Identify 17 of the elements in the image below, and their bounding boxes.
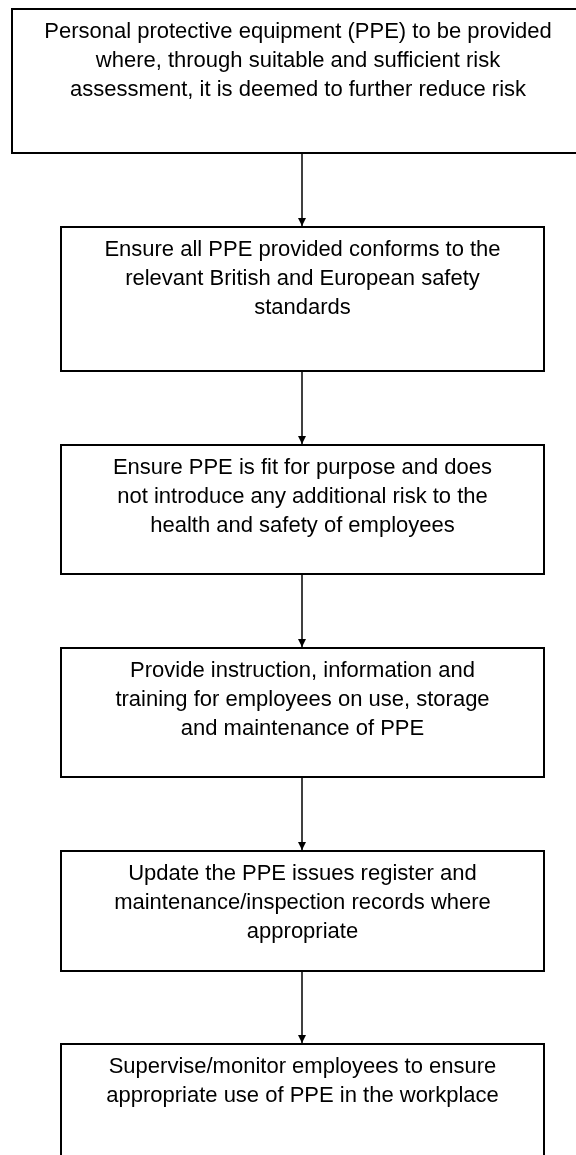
step-text: Supervise/monitor employees to ensure appropriate use of PPE in the workplace bbox=[105, 1052, 500, 1109]
step-text: Personal protective equipment (PPE) to be provided where, through suitable and sufficient risk assessment, it is deemed to further reduce risk bbox=[43, 17, 553, 103]
step-text: Provide instruction, information and training for employees on use, storage and maintenance of PPE bbox=[114, 656, 491, 742]
process-box bbox=[60, 226, 545, 372]
arrow bbox=[297, 153, 307, 227]
process-box bbox=[60, 850, 545, 972]
step-text: Update the PPE issues register and maintenance/inspection records where appropriate bbox=[113, 859, 492, 945]
process-box bbox=[11, 8, 576, 154]
arrow bbox=[297, 971, 307, 1044]
process-box bbox=[60, 647, 545, 778]
process-box bbox=[60, 444, 545, 575]
step-text: Ensure PPE is fit for purpose and does not introduce any additional risk to the health and safety of employees bbox=[111, 453, 494, 539]
arrow bbox=[297, 574, 307, 648]
step-text: Ensure all PPE provided conforms to the relevant British and European safety standards bbox=[103, 235, 502, 321]
arrow bbox=[297, 371, 307, 445]
arrow bbox=[297, 777, 307, 851]
process-box bbox=[60, 1043, 545, 1155]
